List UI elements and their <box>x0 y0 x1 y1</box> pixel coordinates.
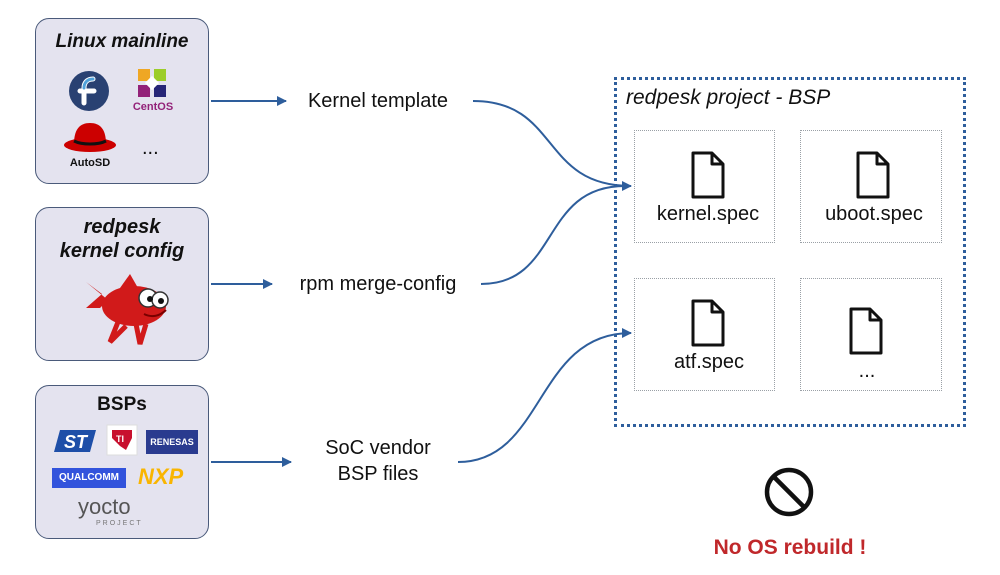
redpesk-kernel-config-box: redpesk kernel config <box>35 207 209 361</box>
kernel-template-label: Kernel template <box>307 90 449 112</box>
st-logo-icon: ST <box>54 430 96 452</box>
bsps-title: BSPs <box>97 394 147 415</box>
kernel-spec-file-icon <box>691 151 725 199</box>
svg-text:ST: ST <box>64 432 89 452</box>
autosd-label: AutoSD <box>69 157 111 169</box>
ti-logo-icon: TI <box>106 424 138 456</box>
more-spec-file-icon <box>849 307 883 355</box>
linux-mainline-title: Linux mainline <box>55 31 189 52</box>
renesas-logo: RENESAS <box>146 430 198 454</box>
yocto-project-label: PROJECT <box>96 520 143 527</box>
atf-spec-file-icon <box>691 299 725 347</box>
nxp-logo: NXP <box>138 464 184 489</box>
redpesk-title-line2: kernel config <box>59 240 185 262</box>
soc-vendor-label-line2: BSP files <box>337 463 419 485</box>
redpesk-fish-icon <box>86 274 169 345</box>
curve-merge-to-kernel <box>480 185 626 285</box>
curve-vendor-to-atf <box>457 328 632 463</box>
spec-cell-uboot <box>800 130 942 243</box>
soc-vendor-label-line1: SoC vendor <box>325 437 431 459</box>
spec-cell-kernel <box>634 130 775 243</box>
linux-mainline-box: Linux mainline CentOS AutoSD ... <box>35 18 209 184</box>
centos-label: CentOS <box>132 101 174 113</box>
spec-cell-atf <box>634 278 775 391</box>
yocto-logo: yocto <box>78 494 131 519</box>
kernel-spec-label: kernel.spec <box>656 203 760 225</box>
project-title: redpesk project - BSP <box>626 86 831 109</box>
centos-icon <box>138 69 166 97</box>
curve-template-to-kernel <box>472 100 632 191</box>
svg-text:TI: TI <box>116 434 124 444</box>
uboot-spec-label: uboot.spec <box>825 203 923 225</box>
qualcomm-logo: QUALCOMM <box>52 468 126 488</box>
more-logos-ellipsis: ... <box>142 137 159 159</box>
rpm-merge-config-label: rpm merge-config <box>299 273 457 295</box>
redpesk-project-bsp-box <box>614 77 966 427</box>
uboot-spec-file-icon <box>856 151 890 199</box>
prohibited-icon <box>764 467 814 517</box>
redpesk-title-line1: redpesk <box>83 216 161 238</box>
atf-spec-label: atf.spec <box>673 351 745 373</box>
spec-cell-more <box>800 278 942 391</box>
fedora-icon <box>69 71 109 111</box>
autosd-hat-icon <box>64 123 116 152</box>
more-spec-label: ... <box>858 360 876 382</box>
bsps-box: BSPs ST TI RENESAS QUALCOMM NXP yocto PR… <box>35 385 209 539</box>
no-os-rebuild-note: No OS rebuild ! <box>713 536 867 559</box>
